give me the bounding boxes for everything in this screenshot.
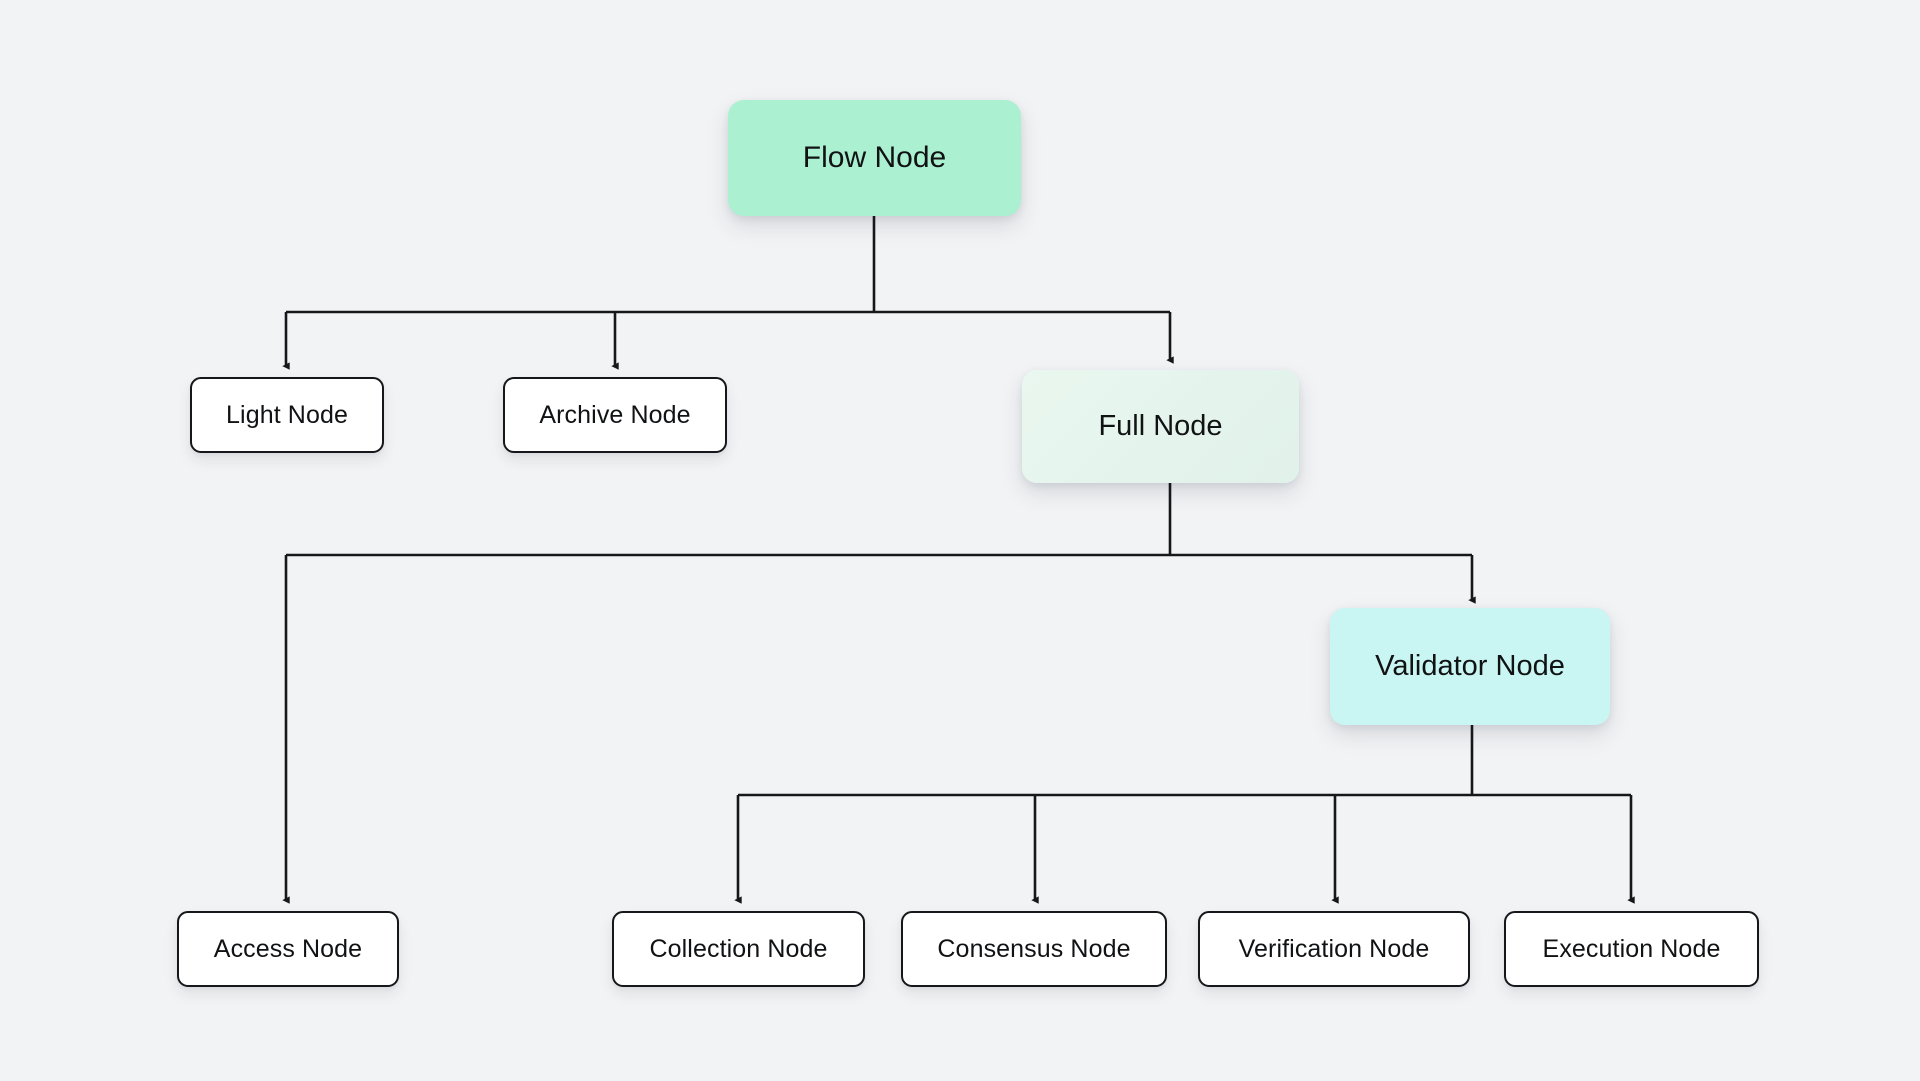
node-light-node[interactable]: Light Node [190, 377, 384, 453]
node-access-node-label: Access Node [213, 934, 363, 963]
node-validator-node-label: Validator Node [1375, 649, 1565, 682]
node-archive-node-label: Archive Node [539, 400, 691, 429]
node-execution-node-label: Execution Node [1542, 934, 1721, 963]
node-full-node[interactable]: Full Node [1022, 370, 1299, 483]
node-access-node[interactable]: Access Node [177, 911, 399, 987]
node-consensus-node-label: Consensus Node [937, 934, 1131, 963]
node-flow-node[interactable]: Flow Node [728, 100, 1021, 216]
node-verification-node-label: Verification Node [1238, 934, 1430, 963]
node-execution-node[interactable]: Execution Node [1504, 911, 1759, 987]
node-validator-node[interactable]: Validator Node [1330, 608, 1610, 725]
node-full-node-label: Full Node [1098, 409, 1223, 442]
node-verification-node[interactable]: Verification Node [1198, 911, 1470, 987]
node-collection-node[interactable]: Collection Node [612, 911, 865, 987]
node-light-node-label: Light Node [226, 400, 348, 429]
node-collection-node-label: Collection Node [649, 934, 828, 963]
node-flow-node-label: Flow Node [802, 140, 947, 174]
node-consensus-node[interactable]: Consensus Node [901, 911, 1167, 987]
node-archive-node[interactable]: Archive Node [503, 377, 727, 453]
